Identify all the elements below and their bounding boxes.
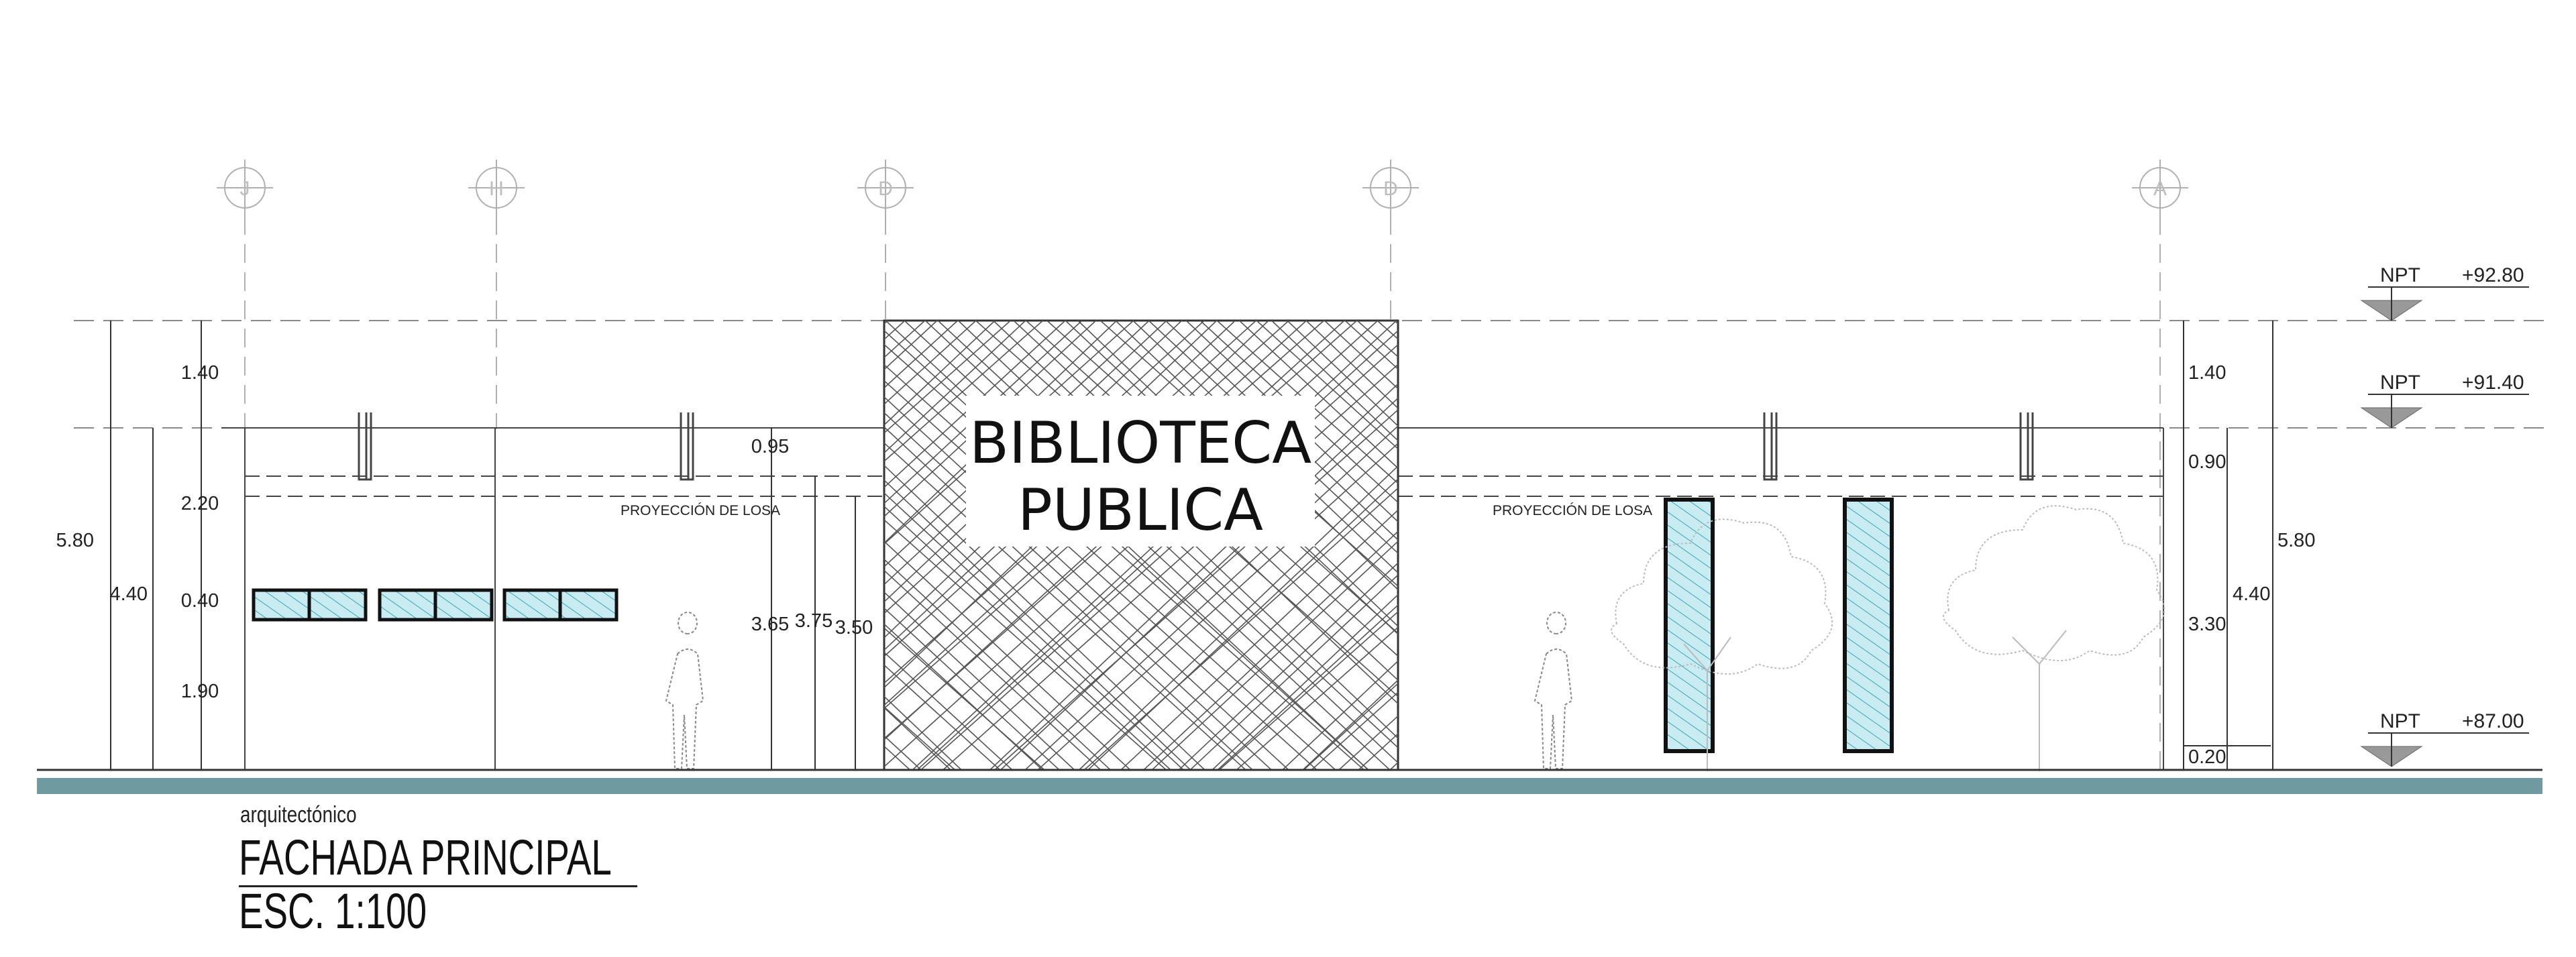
dim-right-outer: 5.80 (2277, 530, 2315, 551)
axis-label-a: A (2153, 178, 2167, 200)
npt-top-label: NPT (2380, 264, 2420, 286)
dim-right-2: 0.90 (2188, 451, 2226, 473)
axis-marker-d1 (857, 160, 914, 322)
dim-left-3: 0.40 (181, 590, 219, 612)
sheet-discipline: arquitectónico (240, 802, 357, 828)
tall-windows (1664, 498, 1894, 753)
dim-left-1: 1.40 (181, 362, 219, 384)
sheet-scale: ESC. 1:100 (239, 883, 427, 939)
dimension-texts: 5.80 4.40 1.40 2.20 0.40 1.90 0.95 3.65 … (56, 362, 2316, 768)
ribbon-windows (252, 588, 619, 622)
dim-right-1: 1.40 (2188, 362, 2226, 384)
npt-marker-middle: NPT +91.40 (2360, 372, 2529, 429)
sign-line-2: PUBLICA (1018, 477, 1263, 544)
sheet-title: FACHADA PRINCIPAL (239, 830, 612, 885)
npt-middle-value: +91.40 (2462, 372, 2524, 394)
dim-left-outer: 5.80 (56, 530, 94, 551)
axis-marker-d2 (1362, 160, 1419, 322)
human-figures (665, 612, 1573, 769)
ground (37, 769, 2542, 794)
slab-projection-left: PROYECCIÓN DE LOSA (621, 503, 780, 518)
dim-center-c: 3.75 (795, 610, 833, 632)
dim-left-middle: 4.40 (110, 583, 148, 605)
axis-marker-a (2132, 160, 2188, 771)
dim-left-2: 2.20 (181, 493, 219, 514)
axis-marker-h (468, 160, 525, 429)
axis-label-d1: D (878, 178, 893, 200)
dimension-lines (110, 321, 2273, 770)
sign-line-1: BIBLIOTECA (969, 410, 1311, 477)
title-underline (239, 885, 637, 887)
npt-bottom-value: +87.00 (2462, 710, 2524, 732)
axis-label-j: J (240, 178, 250, 200)
npt-top-value: +92.80 (2462, 264, 2524, 286)
dim-right-3: 3.30 (2188, 614, 2226, 635)
npt-marker-top: NPT +92.80 (2360, 264, 2529, 321)
trees (1611, 505, 2165, 771)
npt-bottom-label: NPT (2380, 710, 2420, 732)
ground-band (37, 778, 2542, 794)
slab-projection-right: PROYECCIÓN DE LOSA (1493, 503, 1652, 518)
library-sign: BIBLIOTECA PUBLICA (966, 396, 1315, 547)
dim-center-b: 3.65 (751, 614, 789, 635)
dim-right-4: 0.20 (2188, 746, 2226, 768)
npt-marker-bottom: NPT +87.00 (2360, 710, 2529, 767)
axis-label-d2: D (1383, 178, 1398, 200)
dim-right-middle: 4.40 (2233, 583, 2270, 605)
dim-left-4: 1.90 (181, 681, 219, 702)
npt-markers: NPT +92.80 NPT +91.40 NPT +87.00 (2360, 264, 2529, 767)
axis-labels: J H D D A (240, 178, 2167, 200)
dim-center-d: 3.50 (835, 617, 873, 638)
dim-center-a: 0.95 (751, 436, 789, 457)
axis-label-h: H (489, 178, 504, 200)
npt-middle-label: NPT (2380, 372, 2420, 394)
roof-brackets (358, 412, 2034, 481)
